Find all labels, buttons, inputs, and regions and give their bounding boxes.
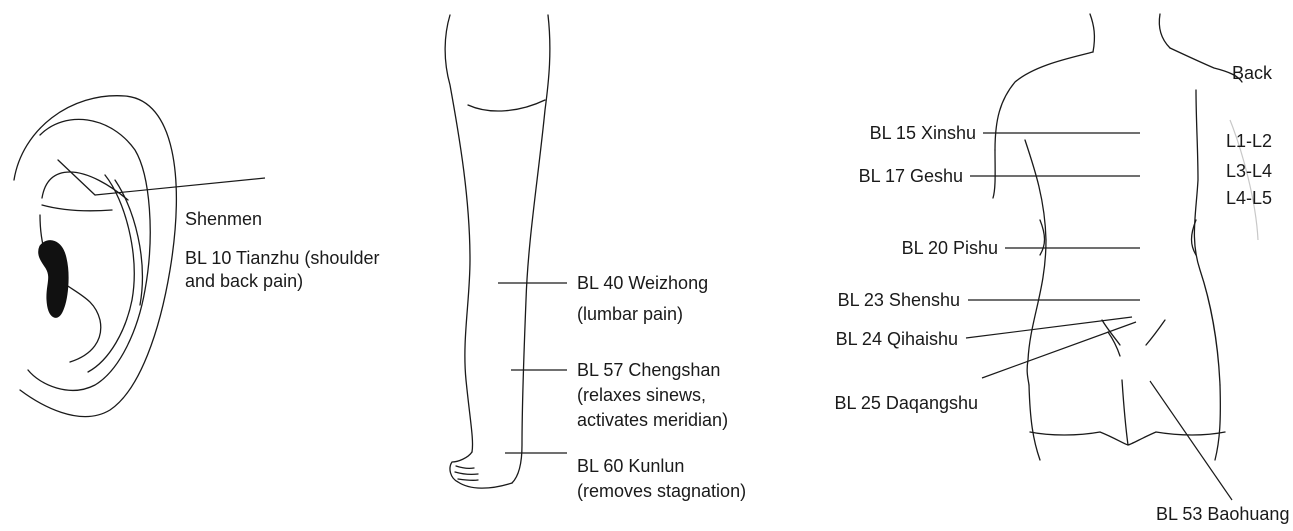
spine-level-l4-l5: L4-L5	[1226, 187, 1272, 210]
bl60-label-line1: BL 60 Kunlun	[577, 455, 684, 478]
bl15-label: BL 15 Xinshu	[800, 122, 976, 145]
bl20-label: BL 20 Pishu	[800, 237, 998, 260]
back-gluteal-cleft	[1122, 380, 1128, 445]
bl57-label-line3: activates meridian)	[577, 409, 728, 432]
bl60-label-line2: (removes stagnation)	[577, 480, 746, 503]
bl57-label-line2: (relaxes sinews,	[577, 384, 706, 407]
bl25-leader-line	[982, 322, 1136, 378]
back-illustration	[966, 14, 1258, 500]
leg-foot	[450, 452, 512, 488]
back-left-shoulder	[995, 52, 1093, 150]
back-sacral-lower-left	[1108, 332, 1120, 356]
back-left-arm	[993, 150, 995, 198]
bl24-label: BL 24 Qihaishu	[780, 328, 958, 351]
back-right-thigh	[1215, 385, 1220, 460]
bl23-label: BL 23 Shenshu	[780, 289, 960, 312]
shenmen-leader-line	[95, 178, 265, 195]
ear-antihelix	[88, 175, 134, 372]
back-sacral-left	[1102, 320, 1120, 345]
bl40-label-line2: (lumbar pain)	[577, 303, 683, 326]
leg-back-contour	[445, 15, 472, 452]
ear-outer-helix	[14, 96, 176, 417]
back-neck-right	[1159, 14, 1170, 48]
ear-fossa-lower	[42, 205, 112, 211]
back-neck-left	[1090, 14, 1094, 52]
bl40-label-line1: BL 40 Weizhong	[577, 272, 708, 295]
back-right-flank	[1194, 90, 1220, 385]
bl53-label: BL 53 Baohuang	[1156, 503, 1289, 526]
spine-level-l3-l4: L3-L4	[1226, 160, 1272, 183]
ear-shenmen-mark	[58, 160, 95, 195]
back-left-scapula	[1040, 220, 1045, 255]
leg-buttock-crease	[468, 100, 545, 111]
spine-level-l1-l2: L1-L2	[1226, 130, 1272, 153]
leg-illustration	[445, 15, 567, 488]
bl25-label: BL 25 Daqangshu	[790, 392, 978, 415]
leg-toes	[455, 466, 478, 480]
bl17-label: BL 17 Geshu	[800, 165, 963, 188]
back-sacral-right	[1146, 320, 1165, 345]
ear-tragus-fill	[39, 241, 68, 318]
shenmen-label: Shenmen	[185, 208, 262, 231]
back-left-flank	[1025, 140, 1046, 385]
back-left-thigh	[1029, 385, 1040, 460]
back-title: Back	[1232, 62, 1272, 85]
bl57-label-line1: BL 57 Chengshan	[577, 359, 720, 382]
bl10-label-line1: BL 10 Tianzhu (shoulder	[185, 247, 379, 270]
leg-front-contour	[512, 15, 550, 483]
bl10-label-line2: and back pain)	[185, 270, 303, 293]
